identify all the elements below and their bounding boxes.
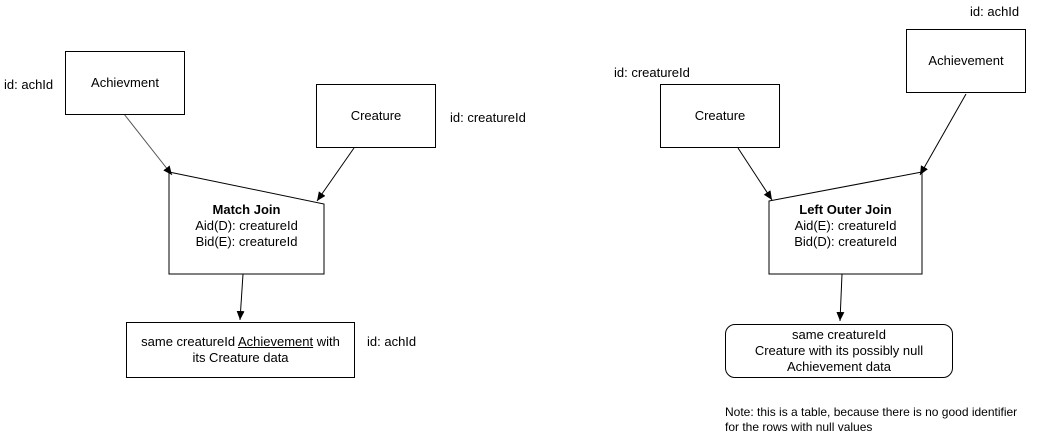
- achievement-id-label-right: id: achId: [970, 4, 1020, 19]
- arrow-achievment-to-match-join: [123, 113, 173, 176]
- result-text-before: same creatureId: [141, 334, 238, 349]
- match-join-shape: [168, 171, 325, 275]
- result-right-line-2: Creature with its possibly null: [754, 343, 924, 358]
- achievement-entity-box-right[interactable]: Achievement: [906, 29, 1026, 93]
- match-join-line-2: Bid(E): creatureId: [195, 234, 298, 249]
- match-join-node[interactable]: Match Join Aid(D): creatureId Bid(E): cr…: [169, 196, 324, 256]
- result-id-label-left: id: achId: [367, 334, 417, 349]
- creature-id-label-right: id: creatureId: [614, 65, 690, 80]
- table-note-line-1: Note: this is a table, because there is …: [725, 405, 1018, 419]
- arrow-match-join-to-result: [236, 273, 245, 321]
- left-outer-join-shape: [768, 171, 923, 275]
- match-join-title: Match Join: [212, 202, 281, 217]
- achievment-entity-label: Achievment: [91, 75, 159, 90]
- result-right-line-3: Achievement data: [786, 359, 892, 374]
- creature-entity-box-right[interactable]: Creature: [660, 84, 780, 148]
- match-join-result-text: same creatureId Achievement with its Cre…: [135, 334, 346, 366]
- table-note-line-2: for the rows with null values: [725, 420, 873, 434]
- arrow-creature-to-left-outer-join: [737, 147, 773, 201]
- creature-entity-label-left: Creature: [350, 108, 402, 123]
- match-join-line-1: Aid(D): creatureId: [195, 218, 298, 233]
- match-join-result-box[interactable]: same creatureId Achievement with its Cre…: [126, 322, 355, 378]
- result-right-line-1: same creatureId: [792, 327, 886, 342]
- result-text-after: with: [313, 334, 340, 349]
- left-outer-join-node[interactable]: Left Outer Join Aid(E): creatureId Bid(D…: [769, 196, 922, 256]
- result-text-line-2: its Creature data: [192, 350, 289, 365]
- left-outer-join-line-2: Bid(D): creatureId: [794, 234, 897, 249]
- result-text-underlined: Achievement: [237, 334, 314, 349]
- creature-entity-box-left[interactable]: Creature: [316, 84, 436, 148]
- creature-entity-label-right: Creature: [694, 108, 746, 123]
- achievement-entity-label-right: Achievement: [928, 53, 1004, 68]
- arrow-left-outer-join-to-result: [836, 273, 845, 322]
- left-outer-join-result-box[interactable]: same creatureId Creature with its possib…: [725, 324, 953, 378]
- creature-id-label-left: id: creatureId: [450, 110, 526, 125]
- left-outer-join-line-1: Aid(E): creatureId: [794, 218, 897, 233]
- arrow-achievement-to-left-outer-join: [919, 93, 967, 176]
- achievment-id-label: id: achId: [4, 77, 54, 92]
- left-outer-join-title: Left Outer Join: [799, 202, 892, 217]
- achievment-entity-box[interactable]: Achievment: [65, 51, 185, 115]
- table-note: Note: this is a table, because there is …: [725, 405, 1017, 435]
- arrow-creature-to-match-join: [316, 147, 355, 202]
